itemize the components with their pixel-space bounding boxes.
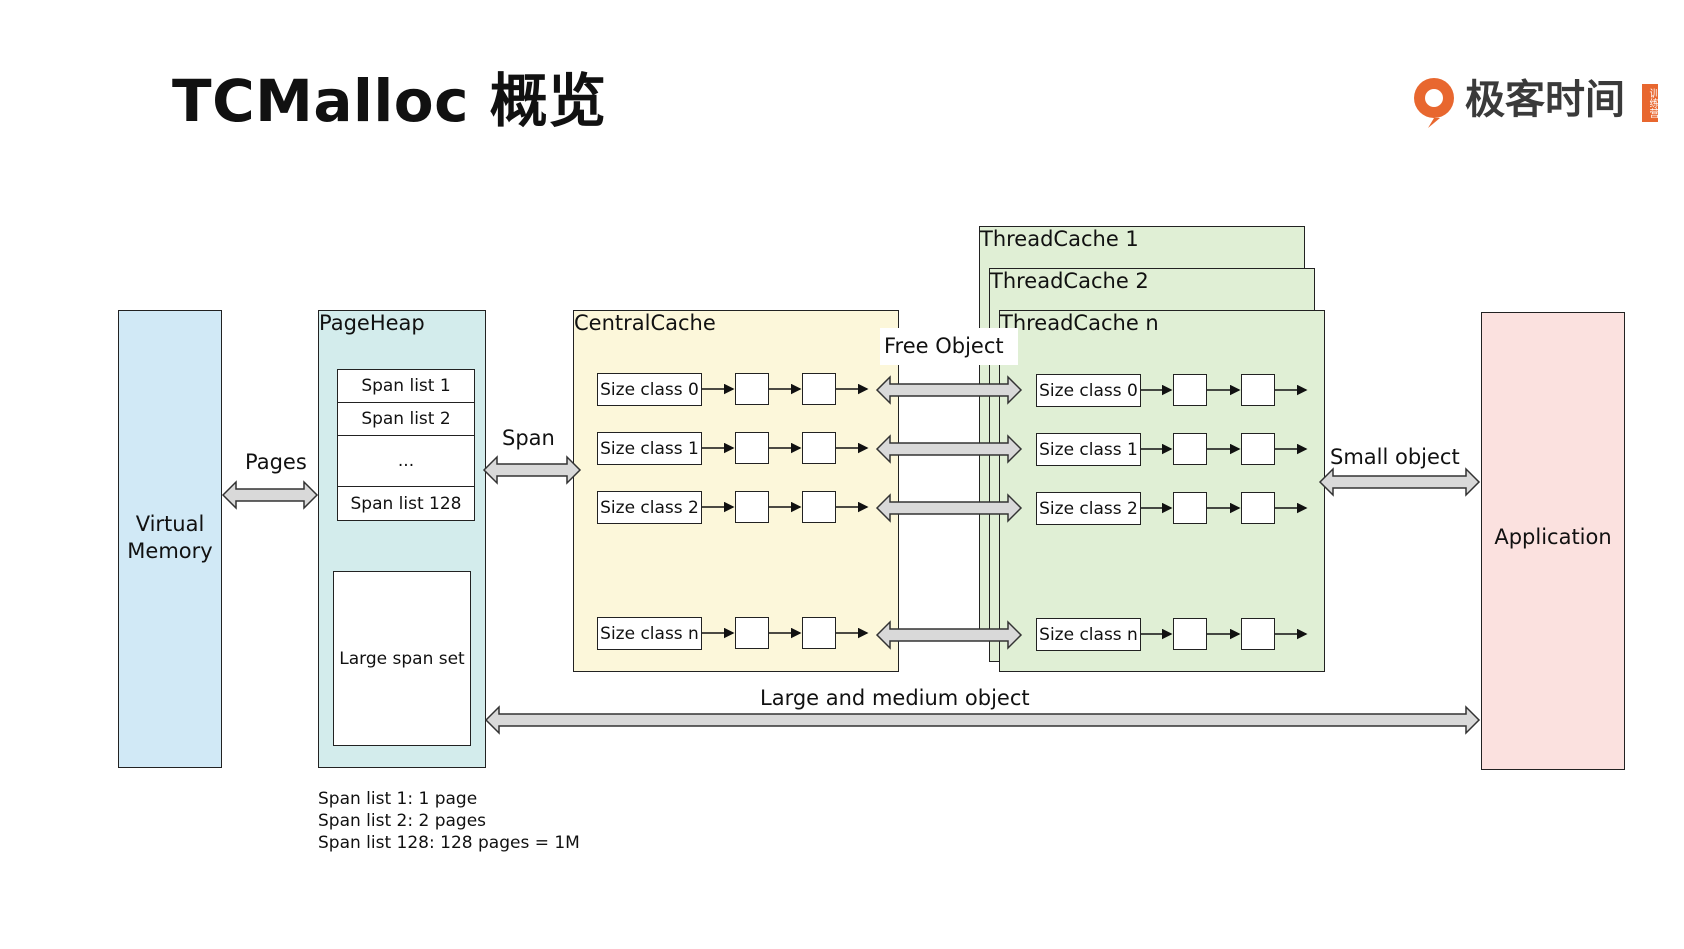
- thread-free-object: [1241, 433, 1275, 465]
- span-double-arrow: [482, 455, 582, 485]
- central-free-object: [735, 491, 769, 523]
- virtual-memory-label-line2: Memory: [127, 539, 213, 563]
- note-line: Span list 1: 1 page: [318, 789, 478, 809]
- central-free-object: [802, 491, 836, 523]
- thread-free-object: [1173, 492, 1207, 524]
- free-object-arrow-0: [875, 375, 1023, 405]
- central-size-class-1: Size class 1: [597, 432, 702, 465]
- central-size-class-n: Size class n: [597, 617, 702, 650]
- central-size-class-2: Size class 2: [597, 491, 702, 524]
- small-object-label: Small object: [1330, 445, 1460, 469]
- large-medium-object-label: Large and medium object: [760, 686, 1030, 710]
- thread-size-class-n: Size class n: [1036, 618, 1141, 651]
- large-span-set: Large span set: [333, 571, 471, 746]
- thread-free-object: [1241, 618, 1275, 650]
- virtual-memory-box: Virtual Memory: [118, 310, 222, 768]
- note-line: Span list 2: 2 pages: [318, 811, 487, 831]
- thread-size-class-0: Size class 0: [1036, 374, 1141, 407]
- thread-size-class-2: Size class 2: [1036, 492, 1141, 525]
- free-object-arrow-1: [875, 434, 1023, 464]
- central-free-object: [735, 373, 769, 405]
- geektime-logo-icon: [1414, 78, 1454, 128]
- central-free-object: [802, 617, 836, 649]
- application-label: Application: [1494, 525, 1612, 549]
- thread-free-object: [1173, 374, 1207, 406]
- thread-cache-1-label: ThreadCache 1: [980, 227, 1139, 251]
- small-object-double-arrow: [1318, 467, 1481, 497]
- thread-free-object: [1173, 618, 1207, 650]
- span-list-1: Span list 1: [337, 369, 475, 403]
- central-free-object: [802, 432, 836, 464]
- application-box: Application: [1481, 312, 1625, 770]
- central-cache-label: CentralCache: [574, 311, 716, 335]
- logo-tag: 训练营: [1642, 84, 1658, 122]
- central-free-object: [735, 432, 769, 464]
- free-object-arrow-2: [875, 493, 1023, 523]
- pageheap-label: PageHeap: [319, 311, 425, 335]
- logo-brand-text: 极客时间: [1465, 77, 1625, 123]
- large-medium-double-arrow: [484, 705, 1481, 735]
- central-free-object: [802, 373, 836, 405]
- virtual-memory-label-line1: Virtual: [135, 512, 205, 536]
- thread-free-object: [1241, 492, 1275, 524]
- note-line: Span list 128: 128 pages = 1M: [318, 833, 580, 853]
- central-size-class-0: Size class 0: [597, 373, 702, 406]
- pages-double-arrow: [221, 480, 319, 510]
- span-list-notes: Span list 1: 1 page Span list 2: 2 pages…: [318, 788, 580, 854]
- pages-label: Pages: [245, 450, 307, 474]
- span-list-128: Span list 128: [337, 486, 475, 521]
- thread-cache-n-label: ThreadCache n: [1000, 311, 1159, 335]
- central-free-object: [735, 617, 769, 649]
- free-object-label: Free Object: [880, 328, 1018, 365]
- thread-size-class-1: Size class 1: [1036, 433, 1141, 466]
- thread-free-object: [1173, 433, 1207, 465]
- thread-cache-2-label: ThreadCache 2: [990, 269, 1149, 293]
- span-list-2: Span list 2: [337, 402, 475, 436]
- free-object-arrow-n: [875, 620, 1023, 650]
- thread-cache-n-box: ThreadCache n: [999, 310, 1325, 672]
- thread-free-object: [1241, 374, 1275, 406]
- span-label: Span: [502, 426, 555, 450]
- page-title: TCMalloc 概览: [172, 67, 607, 135]
